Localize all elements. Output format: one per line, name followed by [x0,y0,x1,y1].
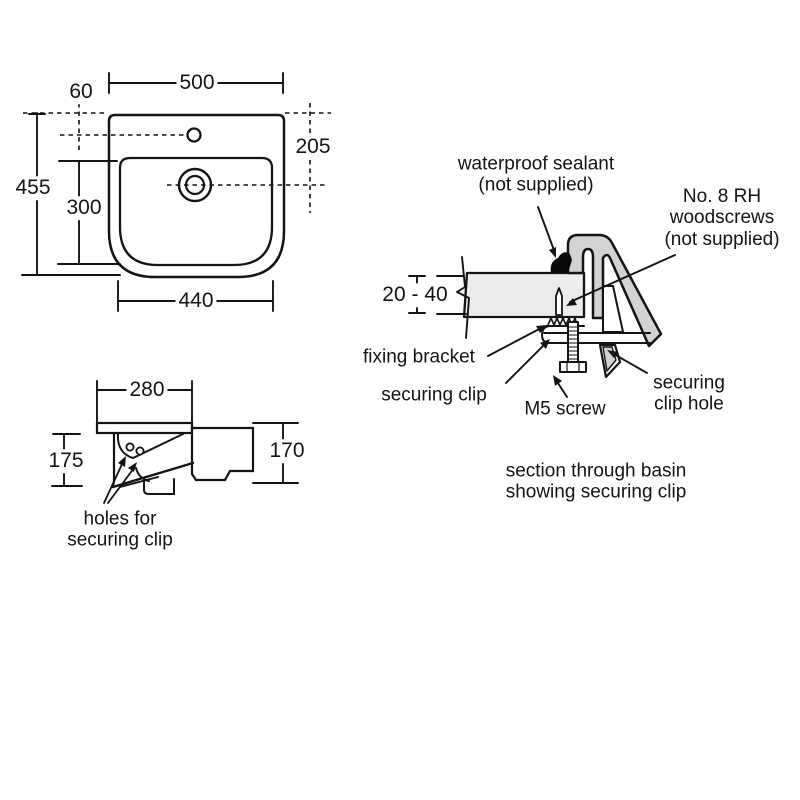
side-underside-diagonal [111,461,195,489]
side-waste-box [143,478,175,495]
holes-leader-arrows [103,456,137,504]
detail-panel [462,271,586,319]
holes-for-securing-clip-label: holes for securing clip [67,508,173,551]
securing-clip-hole-right [135,446,145,456]
plan-outer-rim [107,113,286,279]
dim-300-label: 300 [63,196,105,220]
securing-clip-hole-left [125,442,135,452]
basin-ceramic-section [566,233,663,348]
plan-inner-bowl [118,156,274,267]
woodscrew [555,287,563,316]
bracket-and-clip [541,325,651,344]
securing-clip-hole-slot [602,285,624,333]
sealant-bead [550,252,572,273]
dim-280-label: 280 [126,378,168,402]
side-basin-body [190,426,255,482]
dim-175-label: 175 [45,449,87,473]
side-underside-inner [119,476,159,488]
dim-2040-lines [408,275,467,315]
dim-500-label: 500 [176,71,218,95]
m5-screw-label: M5 screw [524,398,606,420]
securing-clip-hole-label: securing clip hole [653,372,725,415]
dim-170-label: 170 [266,439,308,463]
woodscrews-label: No. 8 RH woodscrews (not supplied) [664,186,780,250]
section-caption: section through basin showing securing c… [505,460,687,503]
plan-centerlines [23,103,331,213]
panel-thickness-label: 20 - 40 [379,283,451,307]
securing-clip-label: securing clip [381,384,487,406]
waterproof-sealant-label: waterproof sealant (not supplied) [457,153,615,196]
panel-break-line [456,256,470,339]
detail-leader-arrows [487,206,676,398]
dim-440-label: 440 [175,289,217,313]
basin-plan-view [21,72,331,312]
side-ledge-wedge [116,433,184,460]
basin-side-view [51,380,299,504]
dim-60-label: 60 [66,80,96,104]
m5-screw [559,321,587,373]
dim-205-label: 205 [292,135,334,159]
tap-hole [186,127,202,143]
dim-455-label: 455 [12,176,54,200]
section-detail-drawing [408,206,676,398]
fixing-bracket-label: fixing bracket [363,346,475,368]
m5-screw-head [559,361,587,373]
side-waste-trap [135,467,150,482]
side-ledge-slab [95,421,194,435]
